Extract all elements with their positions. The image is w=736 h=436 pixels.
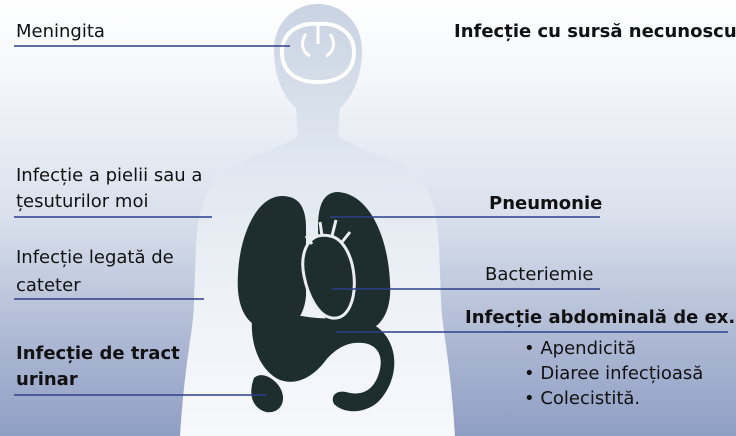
body-silhouette — [180, 4, 455, 436]
abdominal-example: Diaree infecțioasă — [524, 361, 703, 386]
abdominal-examples-list: Apendicită Diaree infecțioasă Colecistit… — [524, 336, 703, 411]
label-urinary-line2: urinar — [16, 368, 78, 392]
label-skin-line1: Infecție a pielii sau a — [16, 164, 202, 188]
label-abdominal: Infecție abdominală de ex. — [465, 306, 735, 330]
abdominal-example: Colecistită. — [524, 386, 703, 411]
abdominal-example: Apendicită — [524, 336, 703, 361]
label-meningitis: Meningita — [16, 20, 105, 44]
label-pneumonia: Pneumonie — [489, 192, 602, 216]
label-urinary-line1: Infecție de tract — [16, 342, 180, 366]
label-skin-line2: țesuturilor moi — [16, 190, 148, 214]
label-bacteremia: Bacteriemie — [485, 263, 594, 287]
label-unknown-source: Infecție cu sursă necunoscută — [454, 20, 736, 44]
label-catheter-line1: Infecție legată de — [16, 246, 174, 270]
label-catheter-line2: cateter — [16, 274, 81, 298]
